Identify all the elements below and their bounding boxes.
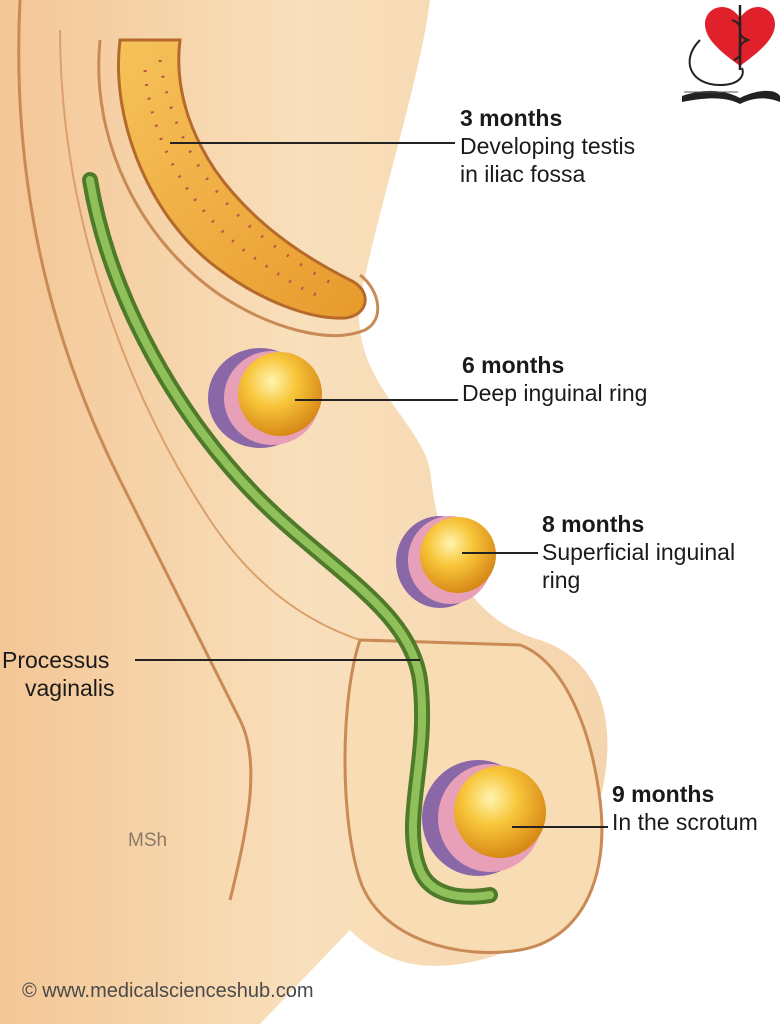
heart-caduceus-book-logo bbox=[682, 5, 780, 104]
processus-vaginalis-highlight bbox=[86, 176, 494, 901]
artist-signature: MSh bbox=[128, 830, 168, 851]
label-8-months-line2: ring bbox=[542, 567, 581, 593]
testis-9m bbox=[454, 766, 546, 858]
testis-6m bbox=[238, 352, 322, 436]
label-3-months-line1: Developing testis bbox=[460, 133, 636, 159]
label-3-months-line2: in iliac fossa bbox=[460, 161, 586, 187]
label-processus-vaginalis: Processus vaginalis bbox=[2, 646, 115, 702]
label-8-months-line1: Superficial inguinal bbox=[542, 539, 736, 565]
label-3-months-title: 3 months bbox=[460, 105, 563, 131]
label-6-months: 6 months Deep inguinal ring bbox=[462, 351, 647, 407]
iliac-fossa-testis bbox=[117, 38, 367, 320]
label-9-months: 9 months In the scrotum bbox=[612, 780, 758, 836]
label-processus-line2: vaginalis bbox=[25, 675, 115, 701]
label-processus-line1: Processus bbox=[2, 647, 110, 673]
body-wall-fold bbox=[17, 0, 253, 901]
testis-8m bbox=[420, 517, 496, 593]
label-6-months-line1: Deep inguinal ring bbox=[462, 380, 648, 406]
iliac-fossa-outer bbox=[97, 39, 380, 337]
label-6-months-title: 6 months bbox=[462, 352, 565, 378]
label-8-months-title: 8 months bbox=[542, 511, 645, 537]
body-wall-fold-2 bbox=[59, 29, 361, 641]
label-9-months-line1: In the scrotum bbox=[612, 809, 758, 835]
label-9-months-title: 9 months bbox=[612, 781, 715, 807]
label-8-months: 8 months Superficial inguinal ring bbox=[542, 510, 735, 594]
copyright-notice: © www.medicalscienceshub.com bbox=[22, 980, 314, 1002]
label-3-months: 3 months Developing testis in iliac foss… bbox=[460, 104, 635, 188]
